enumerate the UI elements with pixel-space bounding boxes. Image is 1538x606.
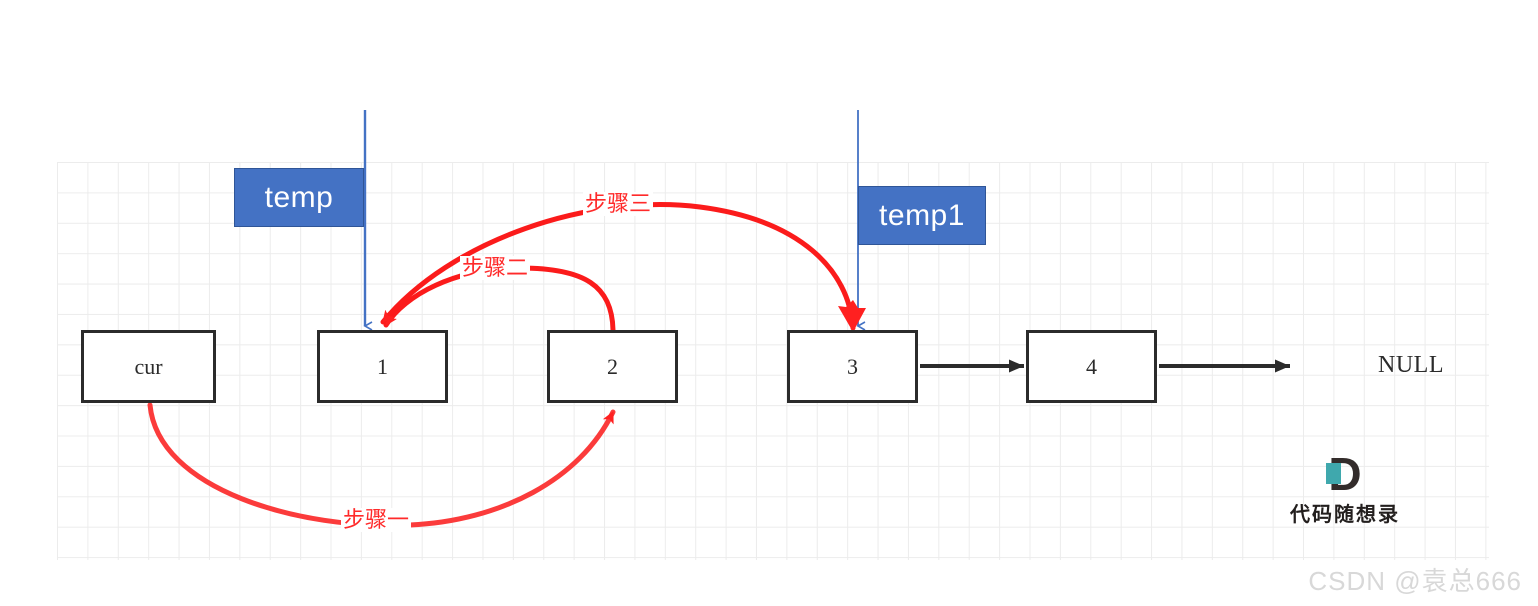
step-curve-three [380, 202, 856, 331]
csdn-watermark: CSDN @袁总666 [1308, 566, 1522, 596]
node-1-label: 1 [377, 353, 388, 379]
pointer-box-temp1[interactable]: temp1 [858, 186, 986, 245]
node-4-label: 4 [1086, 353, 1097, 379]
pointer-box-temp[interactable]: temp [234, 168, 364, 227]
node-cur-label: cur [134, 353, 163, 379]
pointer-box-temp-label: temp [264, 180, 334, 214]
node-1[interactable]: 1 [317, 330, 448, 403]
brand-d-icon: D [1280, 451, 1410, 497]
step-three-head-at-node3 [838, 300, 866, 332]
brand-logo: D 代码随想录 [1280, 451, 1410, 527]
node-3-label: 3 [847, 353, 858, 379]
brand-name-label: 代码随想录 [1290, 504, 1400, 526]
node-2-label: 2 [607, 353, 618, 379]
node-2[interactable]: 2 [547, 330, 678, 403]
pointer-box-temp1-label: temp1 [879, 198, 965, 232]
step-label-one: 步骤一 [341, 507, 412, 533]
node-3[interactable]: 3 [787, 330, 918, 403]
node-4[interactable]: 4 [1026, 330, 1157, 403]
null-terminal-label: NULL [1378, 352, 1444, 378]
step-label-two: 步骤二 [460, 255, 531, 281]
brand-teal-block [1326, 463, 1341, 484]
step-label-three: 步骤三 [583, 191, 654, 217]
node-cur[interactable]: cur [81, 330, 216, 403]
